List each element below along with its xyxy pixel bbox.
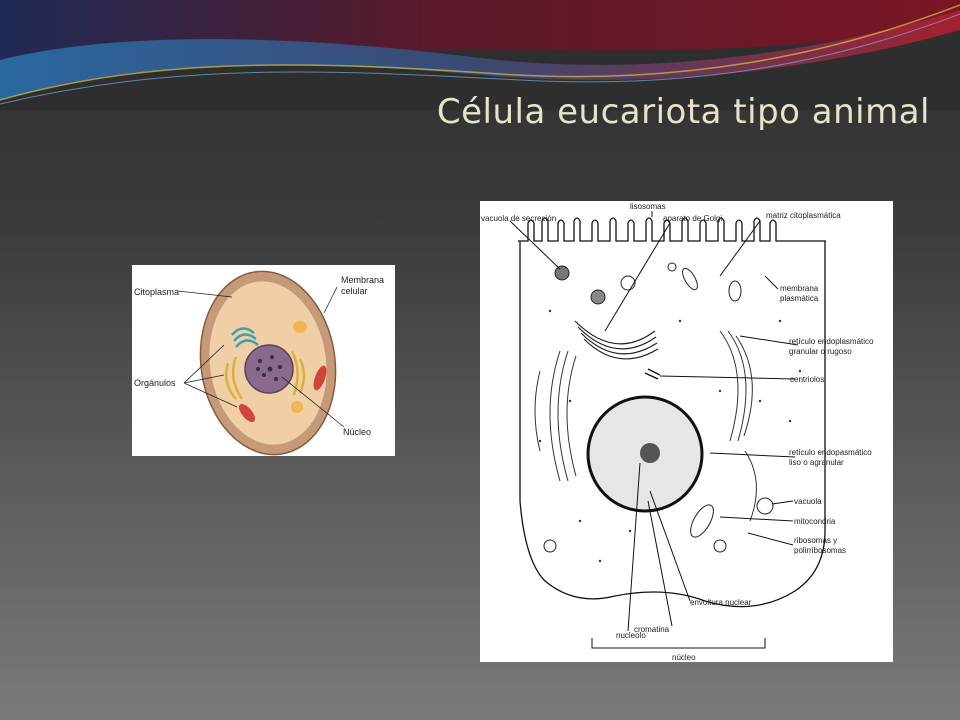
- label-granular-rugoso: granular o rugoso: [789, 347, 852, 356]
- er-organelle: [225, 350, 306, 400]
- label-citoplasma: Citoplasma: [134, 287, 179, 297]
- header-banner: [0, 0, 960, 110]
- golgi-apparatus: [574, 320, 659, 360]
- label-ribosomas: ribosomas y: [794, 536, 837, 545]
- leader-arrows: [509, 211, 799, 649]
- ribosome-dots: [538, 309, 802, 563]
- label-nucleo: Núcleo: [343, 427, 371, 437]
- slide-title: Célula eucariota tipo animal: [436, 92, 930, 132]
- label-membrana: membrana: [780, 284, 819, 293]
- detailed-cell-diagram: lisosomas vacuola de secreción aparato d…: [480, 201, 893, 662]
- vacuole: [291, 401, 303, 413]
- golgi-organelle: [231, 327, 259, 348]
- nucleolus: [640, 443, 660, 463]
- label-lisosomas: lisosomas: [630, 202, 666, 211]
- er-stacks: [534, 330, 757, 522]
- cell-outline: [518, 217, 826, 608]
- label-celular: celular: [341, 286, 368, 296]
- label-reticulo-rugoso: retículo endoplasmático: [789, 337, 874, 346]
- label-aparato-golgi: aparato de Golgi: [663, 214, 722, 223]
- label-vacuola-secrecion: vacuola de secreción: [481, 214, 556, 223]
- label-membrana: Membrana: [341, 275, 384, 285]
- label-liso-agranular: liso o agranular: [789, 458, 844, 467]
- simple-cell-diagram: Citoplasma Membrana celular Orgánulos Nú…: [132, 265, 395, 456]
- label-nucleo: núcleo: [672, 653, 696, 662]
- label-polirribosomas: polirribosomas: [794, 546, 846, 555]
- label-nucleolo: nucleolo: [616, 631, 646, 640]
- label-vacuola: vacuola: [794, 497, 822, 506]
- label-centriolos: centriolos: [790, 375, 824, 384]
- label-cromatina: cromatina: [634, 625, 670, 634]
- label-mitocondria: mitocondria: [794, 517, 836, 526]
- label-matriz: matriz citoplasmática: [766, 211, 841, 220]
- label-organulos: Orgánulos: [134, 378, 176, 388]
- centrioles: [644, 368, 661, 380]
- label-plasmatica: plasmática: [780, 294, 819, 303]
- mitochondrion: [238, 403, 256, 423]
- vacuole: [293, 321, 307, 333]
- mitochondrion: [313, 365, 327, 391]
- chromatin-dots: [256, 355, 282, 381]
- label-reticulo-liso: retículo endopasmático: [789, 448, 872, 457]
- label-leaders: [177, 286, 345, 428]
- label-envoltura: envoltura nuclear: [690, 598, 752, 607]
- organelles: [543, 262, 774, 553]
